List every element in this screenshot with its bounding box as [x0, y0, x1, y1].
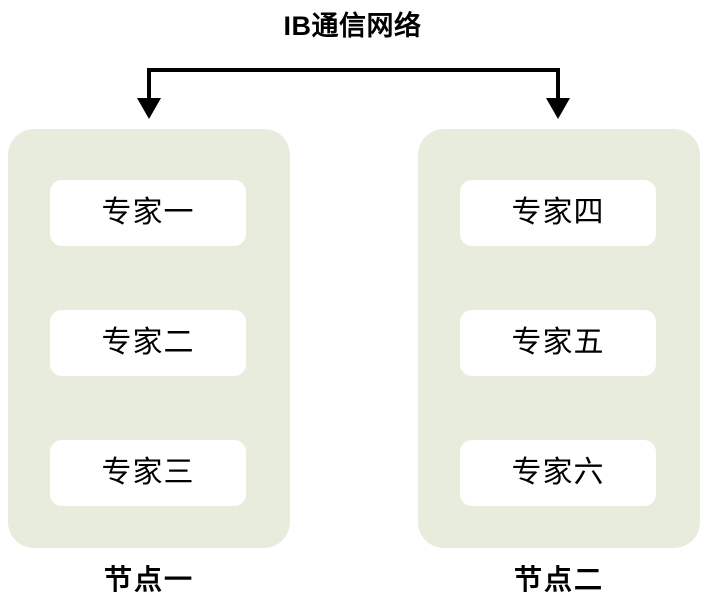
connector-left-arrowhead-icon — [137, 98, 161, 119]
expert-card[interactable]: 专家六 — [460, 440, 656, 506]
node-caption-two: 节点二 — [513, 564, 604, 595]
expert-card[interactable]: 专家三 — [50, 440, 246, 506]
connector-right-arrowhead-icon — [546, 98, 570, 119]
expert-card-label: 专家六 — [511, 456, 605, 489]
expert-card[interactable]: 专家四 — [460, 180, 656, 246]
expert-card[interactable]: 专家二 — [50, 310, 246, 376]
expert-card-label: 专家二 — [101, 326, 195, 359]
expert-card-label: 专家一 — [101, 196, 195, 229]
node-panel-two: 专家四 专家五 专家六 — [418, 129, 700, 548]
diagram-title: IB通信网络 — [283, 11, 422, 41]
expert-card[interactable]: 专家五 — [460, 310, 656, 376]
expert-card[interactable]: 专家一 — [50, 180, 246, 246]
expert-card-label: 专家五 — [511, 326, 605, 359]
expert-card-label: 专家三 — [101, 456, 195, 489]
node-panel-one: 专家一 专家二 专家三 — [8, 129, 290, 548]
node-caption-one: 节点一 — [103, 564, 194, 595]
expert-card-label: 专家四 — [511, 196, 605, 229]
